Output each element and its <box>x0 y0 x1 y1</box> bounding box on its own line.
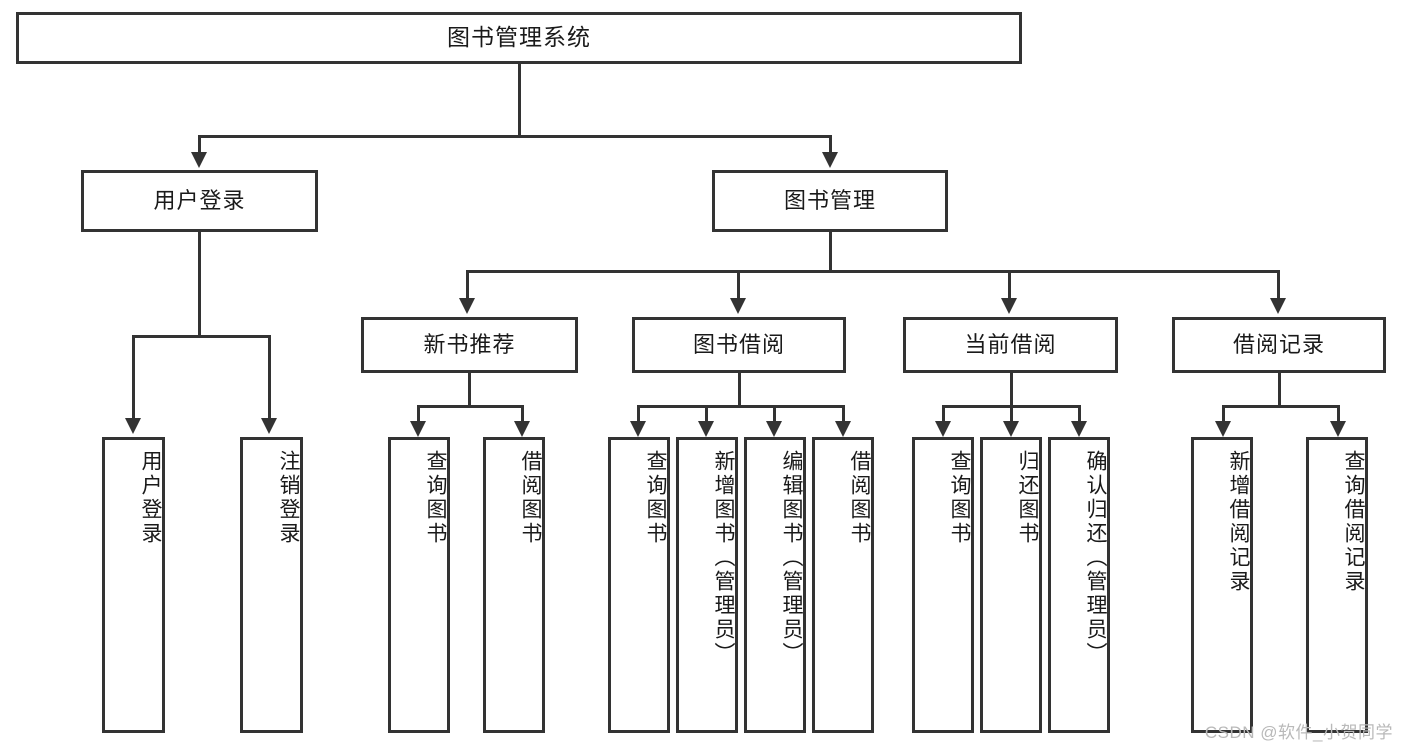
node-label: 借阅记录 <box>1232 331 1325 357</box>
node-label: 图书借阅 <box>692 331 785 357</box>
node-label: 借阅图书 <box>848 450 871 546</box>
node-label: 编辑图书（管理员） <box>780 450 803 666</box>
node-label: 新书推荐 <box>423 331 516 357</box>
leaf-query-book-current[interactable]: 查询图书 <box>912 437 974 733</box>
leaf-return-book[interactable]: 归还图书 <box>980 437 1042 733</box>
edge-new-book-recommend-to-leaf-1 <box>417 405 420 423</box>
arrow-user-login-to-leaf-2 <box>261 418 277 434</box>
edge-book-borrow-stem <box>738 373 741 407</box>
edge-book-borrow-to-leaf-2 <box>705 405 708 423</box>
edge-current-borrow-to-leaf-3 <box>1078 405 1081 423</box>
node-book-manage[interactable]: 图书管理 <box>712 170 948 232</box>
leaf-query-book-recommend[interactable]: 查询图书 <box>388 437 450 733</box>
leaf-borrow-book-borrow[interactable]: 借阅图书 <box>812 437 874 733</box>
arrow-current-borrow-to-leaf-1 <box>935 421 951 437</box>
arrow-book-manage-to-child-2 <box>730 298 746 314</box>
edge-new-book-recommend-to-leaf-2 <box>521 405 524 423</box>
edge-user-login-to-leaf-1 <box>132 335 135 420</box>
arrow-book-manage-to-child-3 <box>1001 298 1017 314</box>
edge-user-login-stem <box>198 232 201 337</box>
edge-root-stem <box>518 64 521 137</box>
node-new-book-recommend[interactable]: 新书推荐 <box>361 317 578 373</box>
edge-root-bar <box>198 135 831 138</box>
arrow-book-borrow-to-leaf-3 <box>766 421 782 437</box>
arrow-book-manage-to-child-4 <box>1270 298 1286 314</box>
leaf-edit-book-admin[interactable]: 编辑图书（管理员） <box>744 437 806 733</box>
node-label: 查询借阅记录 <box>1342 450 1365 594</box>
node-label: 当前借阅 <box>964 331 1057 357</box>
arrow-user-login-to-leaf-1 <box>125 418 141 434</box>
edge-user-login-bar <box>132 335 268 338</box>
arrow-root-to-book-manage <box>822 152 838 168</box>
node-current-borrow[interactable]: 当前借阅 <box>903 317 1118 373</box>
leaf-query-borrow-record[interactable]: 查询借阅记录 <box>1306 437 1368 733</box>
node-label: 确认归还（管理员） <box>1084 450 1107 666</box>
node-user-login[interactable]: 用户登录 <box>81 170 318 232</box>
edge-user-login-to-leaf-2 <box>268 335 271 420</box>
edge-new-book-recommend-stem <box>468 373 471 407</box>
node-root-book-management-system[interactable]: 图书管理系统 <box>16 12 1022 64</box>
node-label: 新增借阅记录 <box>1227 450 1250 594</box>
edge-new-book-recommend-bar <box>417 405 521 408</box>
edge-book-manage-stem <box>829 232 832 272</box>
edge-borrow-record-to-leaf-1 <box>1222 405 1225 423</box>
node-label: 图书管理系统 <box>447 24 591 51</box>
node-label: 归还图书 <box>1016 450 1039 546</box>
arrow-borrow-record-to-leaf-2 <box>1330 421 1346 437</box>
arrow-borrow-record-to-leaf-1 <box>1215 421 1231 437</box>
edge-book-borrow-to-leaf-4 <box>842 405 845 423</box>
edge-borrow-record-to-leaf-2 <box>1337 405 1340 423</box>
node-label: 图书管理 <box>783 187 876 213</box>
edge-borrow-record-bar <box>1222 405 1337 408</box>
arrow-current-borrow-to-leaf-2 <box>1003 421 1019 437</box>
node-label: 用户登录 <box>139 450 162 546</box>
edge-root-to-user-login <box>198 135 201 156</box>
leaf-borrow-book-recommend[interactable]: 借阅图书 <box>483 437 545 733</box>
arrow-current-borrow-to-leaf-3 <box>1071 421 1087 437</box>
edge-root-to-book-manage <box>829 135 832 156</box>
edge-book-manage-bar <box>466 270 1280 273</box>
node-label: 查询图书 <box>424 450 447 546</box>
edge-borrow-record-stem <box>1278 373 1281 407</box>
node-label: 查询图书 <box>948 450 971 546</box>
edge-current-borrow-to-leaf-2 <box>1010 405 1013 423</box>
edge-book-manage-to-child-4 <box>1277 270 1280 300</box>
edge-book-borrow-to-leaf-3 <box>773 405 776 423</box>
leaf-add-book-admin[interactable]: 新增图书（管理员） <box>676 437 738 733</box>
arrow-new-book-recommend-to-leaf-1 <box>410 421 426 437</box>
edge-current-borrow-to-leaf-1 <box>942 405 945 423</box>
edge-book-borrow-bar <box>637 405 845 408</box>
edge-book-manage-to-child-1 <box>466 270 469 300</box>
arrow-book-manage-to-child-1 <box>459 298 475 314</box>
edge-current-borrow-stem <box>1010 373 1013 407</box>
leaf-user-login[interactable]: 用户登录 <box>102 437 165 733</box>
node-label: 注销登录 <box>277 450 300 546</box>
node-label: 新增图书（管理员） <box>712 450 735 666</box>
leaf-user-logout[interactable]: 注销登录 <box>240 437 303 733</box>
leaf-add-borrow-record[interactable]: 新增借阅记录 <box>1191 437 1253 733</box>
arrow-book-borrow-to-leaf-2 <box>698 421 714 437</box>
leaf-confirm-return-admin[interactable]: 确认归还（管理员） <box>1048 437 1110 733</box>
node-label: 查询图书 <box>644 450 667 546</box>
arrow-new-book-recommend-to-leaf-2 <box>514 421 530 437</box>
edge-book-manage-to-child-2 <box>737 270 740 300</box>
node-label: 借阅图书 <box>519 450 542 546</box>
node-book-borrow[interactable]: 图书借阅 <box>632 317 846 373</box>
leaf-query-book-borrow[interactable]: 查询图书 <box>608 437 670 733</box>
arrow-root-to-user-login <box>191 152 207 168</box>
edge-book-manage-to-child-3 <box>1008 270 1011 300</box>
arrow-book-borrow-to-leaf-1 <box>630 421 646 437</box>
edge-book-borrow-to-leaf-1 <box>637 405 640 423</box>
arrow-book-borrow-to-leaf-4 <box>835 421 851 437</box>
node-label: 用户登录 <box>153 187 246 213</box>
node-borrow-record[interactable]: 借阅记录 <box>1172 317 1386 373</box>
